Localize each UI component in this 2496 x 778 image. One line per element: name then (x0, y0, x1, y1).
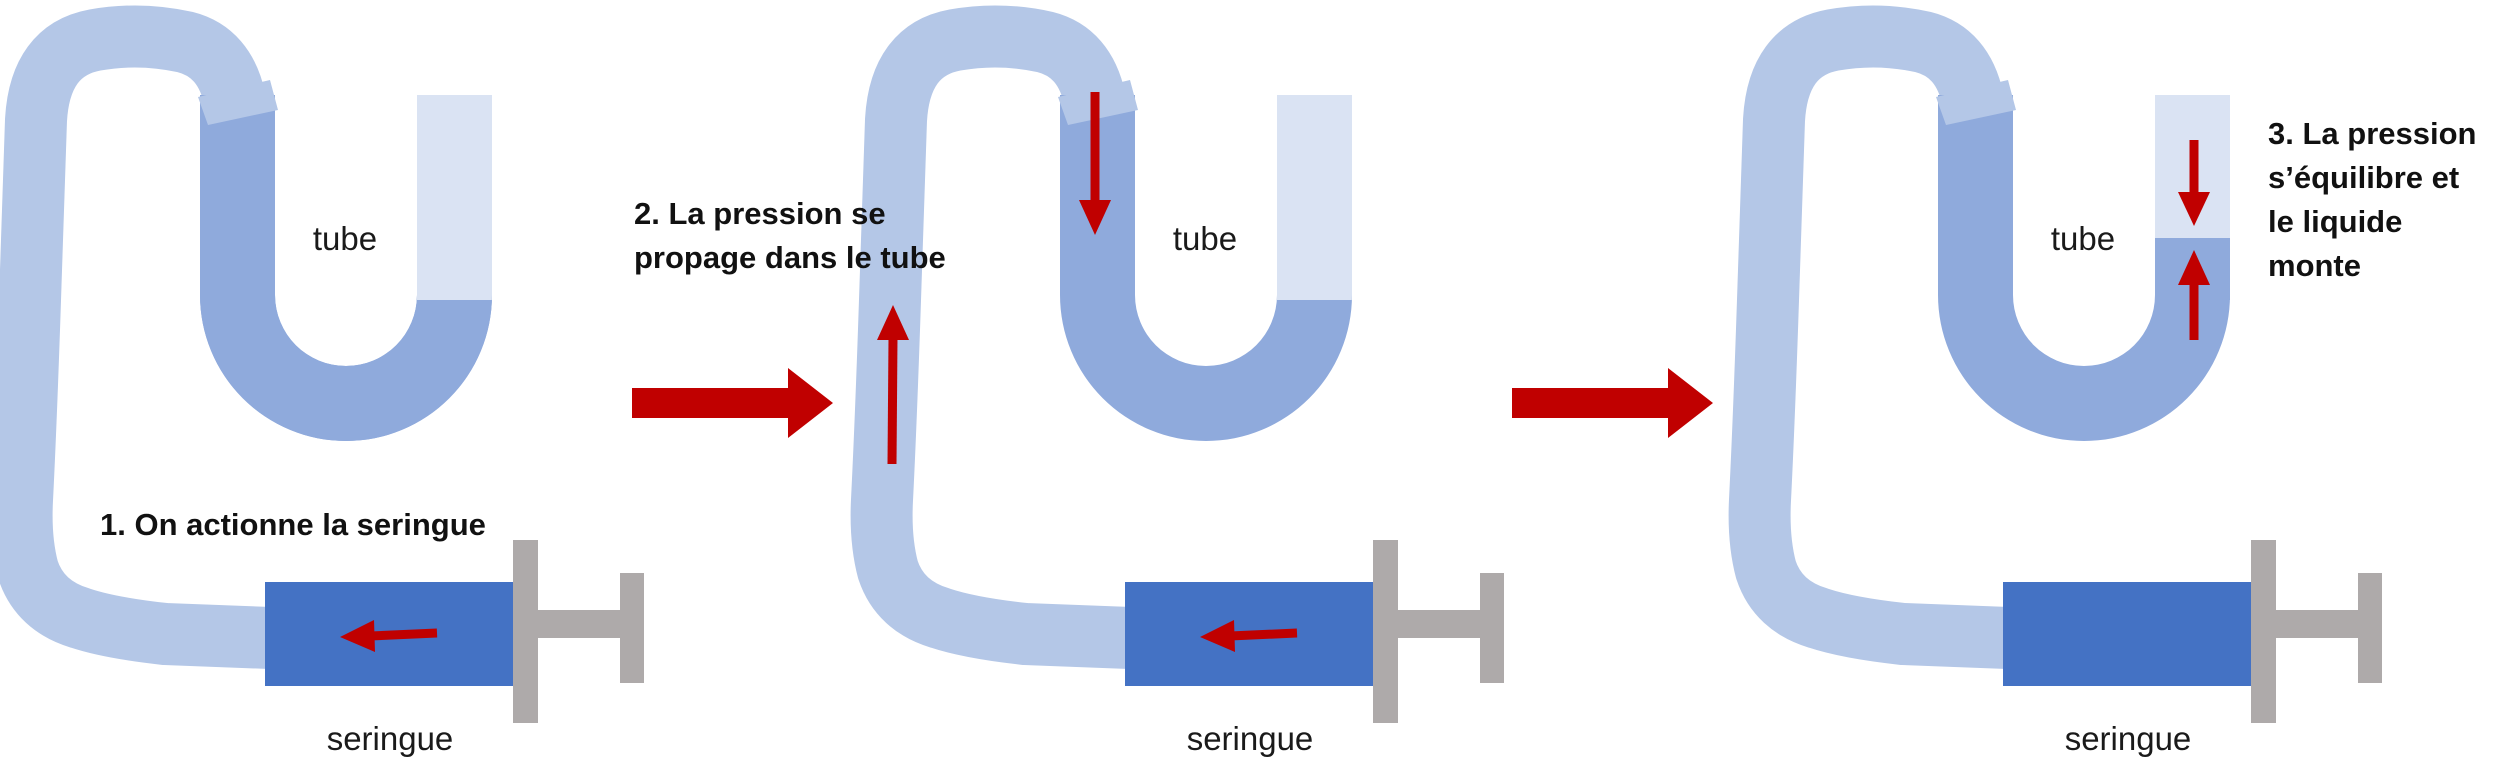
step-3-line-1: 3. La pression (2268, 116, 2476, 151)
step-3-line-3: le liquide (2268, 204, 2402, 239)
step-2-label: 2. La pression se propage dans le tube (634, 196, 946, 275)
step-3-line-2: s’équilibre et (2268, 160, 2459, 195)
syringe-plunger-rod (536, 610, 624, 638)
step-2-line-1: 2. La pression se (634, 196, 886, 231)
u-tube-right-empty-branch (1277, 95, 1352, 300)
u-tube-right-liquid-bottom (200, 295, 492, 441)
u-tube-liquid (1060, 295, 1352, 441)
syringe-body (2003, 582, 2253, 686)
syringe-plunger-rod (1396, 610, 1484, 638)
down-arrow-right-branch (2178, 140, 2210, 226)
connecting-hose (0, 5, 272, 669)
syringe-plunger-flange (513, 540, 538, 723)
panel-2: tube seringue (850, 5, 1504, 757)
up-arrow-hose (877, 305, 909, 465)
syringe-plunger-flange (2251, 540, 2276, 723)
syringe-plunger-flange (1373, 540, 1398, 723)
tube-label: tube (313, 220, 377, 257)
panel-3: tube seringue (1728, 5, 2382, 757)
tube-label: tube (2051, 220, 2115, 257)
step-1-line-1: 1. On actionne la seringue (100, 507, 486, 542)
connecting-hose (1728, 5, 2010, 669)
push-arrow (1200, 620, 1298, 652)
syringe-plunger-handle (1480, 573, 1504, 683)
up-arrow-right-branch (2178, 250, 2210, 340)
u-tube-left-liquid-column (200, 95, 275, 295)
transition-arrow-2 (1512, 368, 1713, 438)
tube-label: tube (1173, 220, 1237, 257)
panel-1: tube seringue 1. On actionne la seringue (0, 5, 644, 757)
step-3-line-4: monte (2268, 248, 2361, 283)
u-tube-right-empty-branch (417, 95, 492, 300)
hose-end-cap (1936, 80, 2016, 125)
syringe-plunger-handle (620, 573, 644, 683)
hose-end-cap (198, 80, 278, 125)
step-1-label: 1. On actionne la seringue (100, 507, 486, 542)
step-2-line-2: propage dans le tube (634, 240, 946, 275)
syringe-label: seringue (2065, 720, 2192, 757)
syringe-label: seringue (327, 720, 454, 757)
down-arrow-left-branch (1079, 92, 1111, 235)
u-tube-left-liquid-column (1938, 95, 2013, 295)
step-3-label: 3. La pression s’équilibre et le liquide… (2268, 116, 2485, 283)
syringe-plunger-rod (2274, 610, 2362, 638)
u-tube-liquid (1938, 295, 2230, 441)
connecting-hose (850, 5, 1132, 669)
syringe-label: seringue (1187, 720, 1314, 757)
syringe-plunger-handle (2358, 573, 2382, 683)
transition-arrow-1 (632, 368, 833, 438)
push-arrow (340, 620, 438, 652)
